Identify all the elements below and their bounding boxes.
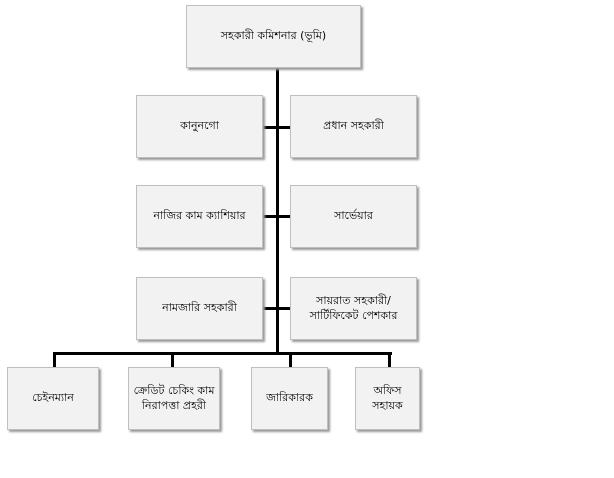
row3-connector bbox=[263, 307, 290, 310]
node-nazir-cashier: নাজির কাম ক্যাশিয়ার bbox=[136, 185, 263, 248]
node-mutation-assistant: নামজারি সহকারী bbox=[136, 277, 263, 340]
node-assistant-commissioner: সহকারী কমিশনার (ভূমি) bbox=[186, 5, 361, 68]
node-head-assistant: প্রধান সহকারী bbox=[290, 95, 417, 158]
bottom-bus-line bbox=[53, 352, 392, 355]
trunk-line bbox=[276, 68, 279, 355]
node-sairat-certificate-peshkar: সায়রাত সহকারী/সার্টিফিকেট পেশকার bbox=[290, 277, 417, 340]
row2-connector bbox=[263, 215, 290, 218]
drop-line bbox=[289, 352, 292, 367]
row1-connector bbox=[263, 126, 290, 129]
node-process-server: জারিকারক bbox=[251, 367, 328, 430]
node-surveyor: সার্ভেয়ার bbox=[290, 185, 417, 248]
node-kanungo: কানুনগো bbox=[136, 95, 263, 158]
node-office-assistant: অফিস সহায়ক bbox=[355, 367, 420, 430]
drop-line bbox=[171, 352, 174, 367]
node-credit-checking-guard: ক্রেডিট চেকিং কাম নিরাপত্তা প্রহরী bbox=[128, 367, 220, 430]
node-chainman: চেইনম্যান bbox=[7, 367, 99, 430]
drop-line bbox=[53, 352, 56, 367]
drop-line bbox=[388, 352, 391, 367]
